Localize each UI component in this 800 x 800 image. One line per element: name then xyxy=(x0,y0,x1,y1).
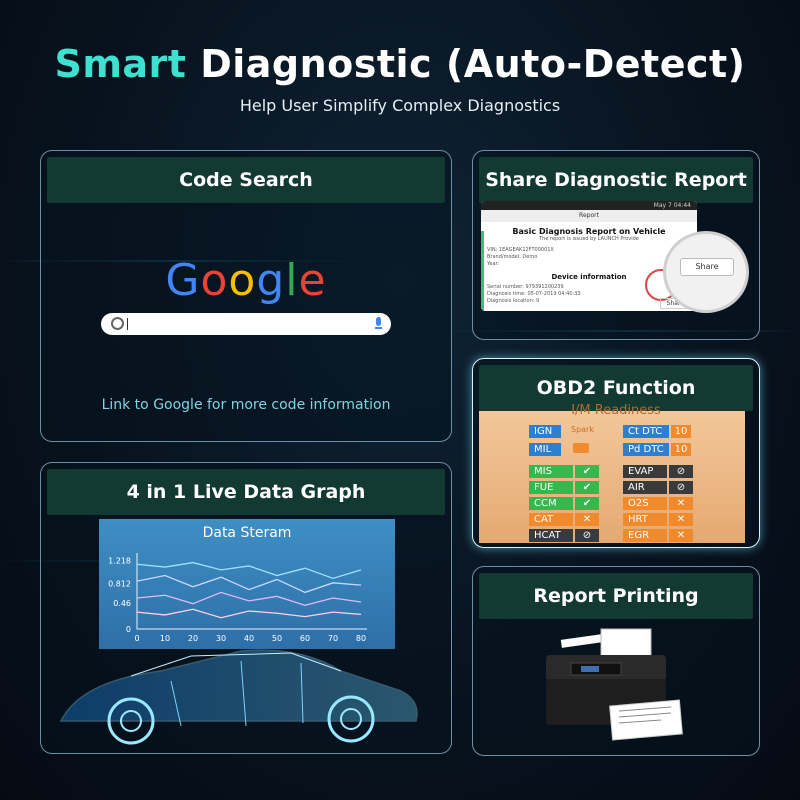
monitor-hrt-status: ✕ xyxy=(669,513,693,526)
share-report-heading: Share Diagnostic Report xyxy=(479,157,753,203)
monitor-air-status: ⊘ xyxy=(669,481,693,494)
x-tick-label: 30 xyxy=(216,634,226,643)
readiness-screen xyxy=(479,411,745,543)
ct-dtc-value: 10 xyxy=(671,425,691,438)
y-tick-label: 1.218 xyxy=(108,556,131,565)
x-tick-label: 40 xyxy=(244,634,254,643)
page-subtitle: Help User Simplify Complex Diagnostics xyxy=(239,96,561,115)
monitor-fue-status: ✔ xyxy=(575,481,599,494)
x-tick-label: 50 xyxy=(272,634,282,643)
google-logo: Google xyxy=(165,255,327,306)
live-graph-panel: 4 in 1 Live Data Graph Data Steram 0 0.46… xyxy=(40,462,452,754)
printer-image xyxy=(546,628,683,741)
monitor-hcat-status: ⊘ xyxy=(575,529,599,542)
google-link-text[interactable]: Link to Google for more code information xyxy=(101,397,391,413)
monitor-mis-status: ✔ xyxy=(575,465,599,478)
chart-axes xyxy=(136,553,367,630)
report-screen: May 7 04:44 Report Basic Diagnosis Repor… xyxy=(481,201,697,311)
readiness-title: I/M Readiness xyxy=(571,403,661,418)
monitor-air-label: AIR xyxy=(623,481,667,494)
report-title: Basic Diagnosis Report on Vehicle xyxy=(512,227,666,236)
x-tick-label: 0 xyxy=(134,634,139,643)
x-tick-label: 10 xyxy=(160,634,170,643)
monitor-hcat-label: HCAT xyxy=(529,529,573,542)
report-printing-panel: Report Printing xyxy=(472,566,760,756)
x-tick-label: 20 xyxy=(188,634,198,643)
x-tick-label: 70 xyxy=(328,634,338,643)
code-search-heading: Code Search xyxy=(47,157,445,203)
engine-icon xyxy=(573,443,589,453)
chart-title: Data Steram xyxy=(202,525,292,541)
pd-dtc-value: 10 xyxy=(671,443,691,456)
text-cursor xyxy=(127,318,128,330)
monitor-o2s-label: O2S xyxy=(623,497,667,510)
mil-label: MIL xyxy=(529,443,561,456)
series-line-3 xyxy=(136,591,362,607)
series-line-4 xyxy=(136,608,362,619)
monitor-ccm-label: CCM xyxy=(529,497,573,510)
monitor-ccm-status: ✔ xyxy=(575,497,599,510)
microphone-base xyxy=(375,327,382,329)
y-tick-label: 0.46 xyxy=(113,599,131,608)
y-tick-label: 0 xyxy=(126,625,131,634)
y-tick-label: 0.812 xyxy=(108,579,131,588)
monitor-mis-label: MIS xyxy=(529,465,573,478)
series-line-2 xyxy=(136,574,362,594)
serial-line: Serial number: 979391200239 xyxy=(487,284,564,290)
x-tick-label: 60 xyxy=(300,634,310,643)
search-input[interactable] xyxy=(101,313,391,335)
ign-label: IGN xyxy=(529,425,561,438)
ct-dtc-label: Ct DTC xyxy=(623,425,669,438)
vin-line: VIN: 1EAGEAK12FT00001X xyxy=(487,247,554,253)
obd2-heading: OBD2 Function xyxy=(479,365,753,411)
monitor-egr-label: EGR xyxy=(623,529,667,542)
wireframe-car-image xyxy=(59,649,418,745)
report-printing-heading: Report Printing xyxy=(479,573,753,619)
screen-title: Report xyxy=(481,210,697,222)
page-title: Smart Diagnostic (Auto-Detect) xyxy=(54,42,746,86)
chart-svg: 0 0.46 0.812 1.218 0 10 20 30 40 50 60 70 80 xyxy=(108,553,367,643)
data-stream-chart: Data Steram 0 0.46 0.812 1.218 0 10 20 30 40 50 60… xyxy=(99,519,395,649)
accent-line xyxy=(481,231,484,311)
monitor-egr-status: ✕ xyxy=(669,529,693,542)
monitor-cat-label: CAT xyxy=(529,513,573,526)
monitor-evap-label: EVAP xyxy=(623,465,667,478)
share-report-panel: Share Diagnostic Report May 7 04:44 Repo… xyxy=(472,150,760,340)
status-bar: May 7 04:44 xyxy=(481,201,697,210)
live-graph-heading: 4 in 1 Live Data Graph xyxy=(47,469,445,515)
share-button[interactable]: Share xyxy=(680,258,734,276)
microphone-icon[interactable] xyxy=(376,317,381,326)
monitor-hrt-label: HRT xyxy=(623,513,667,526)
diag-location-line: Diagnosis location: 9 xyxy=(487,298,540,304)
pd-dtc-label: Pd DTC xyxy=(623,443,669,456)
diag-time-line: Diagnosis time: 05-07-2019 04:40:33 xyxy=(487,291,581,297)
monitor-fue-label: FUE xyxy=(529,481,573,494)
spark-label: Spark xyxy=(571,425,594,434)
search-icon xyxy=(111,317,124,330)
series-line-1 xyxy=(136,561,362,580)
monitor-cat-status: ✕ xyxy=(575,513,599,526)
monitor-evap-status: ⊘ xyxy=(669,465,693,478)
report-subtitle: The report is issued by LAUNCH Provide xyxy=(539,236,639,242)
obd2-panel: OBD2 Function I/M Readiness IGN Spark MI… xyxy=(472,358,760,548)
monitor-o2s-status: ✕ xyxy=(669,497,693,510)
brand-line: Brand/model: Demo xyxy=(487,254,538,260)
code-search-panel: Code Search Google Link to Google for mo… xyxy=(40,150,452,442)
device-info-heading: Device information xyxy=(551,273,627,281)
zoom-bubble: Share xyxy=(663,231,749,313)
x-tick-label: 80 xyxy=(356,634,366,643)
year-line: Year: xyxy=(487,261,500,267)
